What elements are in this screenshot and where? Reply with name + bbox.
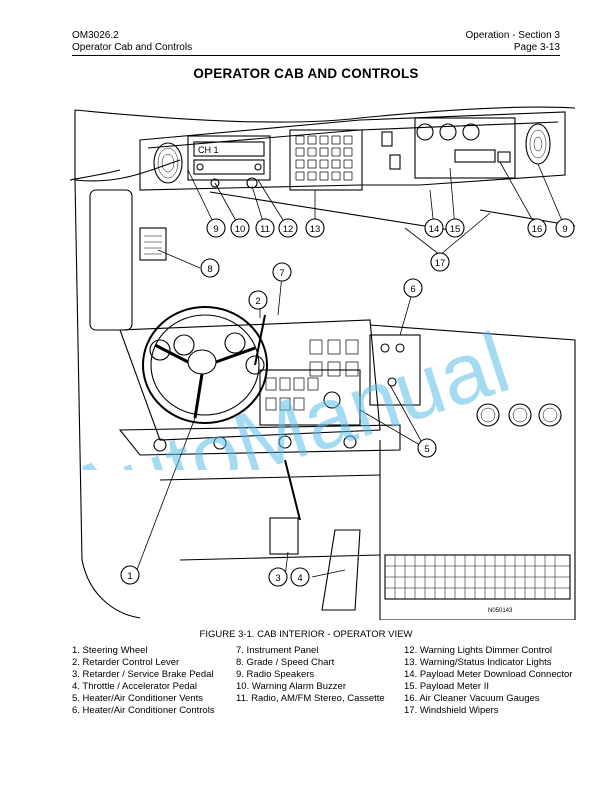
svg-text:8: 8 <box>207 264 212 275</box>
page-title: OPERATOR CAB AND CONTROLS <box>193 66 419 81</box>
svg-text:2: 2 <box>255 296 260 307</box>
legend-column-3: 12. Warning Lights Dimmer Control 13. Wa… <box>404 645 572 717</box>
svg-text:14: 14 <box>429 224 440 235</box>
callout-12: 12 <box>278 218 298 238</box>
svg-text:16: 16 <box>532 224 543 235</box>
page-header-right: Operation - Section 3 Page 3-13 <box>466 30 561 54</box>
svg-text:4: 4 <box>297 573 302 584</box>
retarder-pedal <box>269 517 299 555</box>
callout-7: 7 <box>272 262 292 282</box>
legend-item: 3. Retarder / Service Brake Pedal <box>72 669 214 680</box>
svg-text:9: 9 <box>562 224 567 235</box>
legend-item: 1. Steering Wheel <box>72 645 148 656</box>
callout-14: 14 <box>424 218 444 238</box>
svg-text:5: 5 <box>424 444 429 455</box>
warning-lights-panel <box>289 129 363 191</box>
callout-10: 10 <box>230 218 250 238</box>
callout-9-left: 9 <box>206 218 226 238</box>
legend-item: 8. Grade / Speed Chart <box>236 657 335 668</box>
svg-text:1: 1 <box>127 571 132 582</box>
svg-text:11: 11 <box>260 224 270 235</box>
grade-speed-chart <box>139 227 167 261</box>
header-divider <box>72 55 560 56</box>
callout-15: 15 <box>445 218 465 238</box>
figure-caption: FIGURE 3-1. CAB INTERIOR - OPERATOR VIEW <box>199 629 413 640</box>
heater-controls <box>369 334 421 406</box>
svg-text:7: 7 <box>279 268 284 279</box>
svg-text:13: 13 <box>310 224 321 235</box>
legend-item: 5. Heater/Air Conditioner Vents <box>72 693 203 704</box>
callout-13: 13 <box>305 218 325 238</box>
document-number: OM3026.2 <box>72 30 119 41</box>
callout-8: 8 <box>200 258 220 278</box>
radio-display-text: CH 1 <box>198 145 219 155</box>
left-radio-speaker <box>153 142 183 184</box>
drawing-number: N050143 <box>488 608 513 614</box>
callout-17: 17 <box>430 252 450 272</box>
legend-item: 4. Throttle / Accelerator Pedal <box>72 681 197 692</box>
steering-wheel <box>142 306 268 424</box>
callout-2: 2 <box>248 290 268 310</box>
callout-9-right: 9 <box>555 218 575 238</box>
legend-item: 17. Windshield Wipers <box>404 705 499 716</box>
svg-text:6: 6 <box>410 284 415 295</box>
svg-text:10: 10 <box>235 224 246 235</box>
legend-item: 12. Warning Lights Dimmer Control <box>404 645 553 656</box>
legend-item: 10. Warning Alarm Buzzer <box>236 681 346 692</box>
callout-11: 11 <box>255 218 275 238</box>
page-header-left: OM3026.2 Operator Cab and Controls <box>72 30 192 54</box>
svg-text:3: 3 <box>275 573 280 584</box>
legend-column-2: 7. Instrument Panel 8. Grade / Speed Cha… <box>236 645 385 705</box>
legend-item: 9. Radio Speakers <box>236 669 315 680</box>
legend-item: 14. Payload Meter Download Connector <box>404 669 573 680</box>
page-number: Page 3-13 <box>513 42 560 53</box>
svg-text:15: 15 <box>450 224 461 235</box>
legend-column-1: 1. Steering Wheel 2. Retarder Control Le… <box>72 645 215 717</box>
svg-text:12: 12 <box>283 224 294 235</box>
legend-item: 16. Air Cleaner Vacuum Gauges <box>404 693 540 704</box>
callout-4: 4 <box>290 567 310 587</box>
cab-interior-figure: CH 1 <box>69 106 576 620</box>
callout-1: 1 <box>120 565 140 585</box>
section-label: Operation - Section 3 <box>465 30 561 41</box>
legend-item: 13. Warning/Status Indicator Lights <box>404 657 552 668</box>
legend-item: 6. Heater/Air Conditioner Controls <box>72 705 215 716</box>
throttle-pedal <box>321 529 361 611</box>
legend-item: 11. Radio, AM/FM Stereo, Cassette <box>236 693 385 704</box>
svg-text:17: 17 <box>435 258 446 269</box>
callout-markers: 1 2 3 4 5 6 7 8 9 10 11 12 13 14 15 16 9… <box>120 218 575 587</box>
callout-16: 16 <box>527 218 547 238</box>
document-subject: Operator Cab and Controls <box>72 42 193 53</box>
legend-item: 2. Retarder Control Lever <box>72 657 180 668</box>
legend-item: 15. Payload Meter II <box>404 681 490 692</box>
legend-item: 7. Instrument Panel <box>236 645 319 656</box>
radio-unit <box>187 135 271 181</box>
payload-meter-panel <box>414 117 516 179</box>
svg-text:9: 9 <box>213 224 218 235</box>
callout-6: 6 <box>403 278 423 298</box>
callout-5: 5 <box>417 438 437 458</box>
callout-3: 3 <box>268 567 288 587</box>
